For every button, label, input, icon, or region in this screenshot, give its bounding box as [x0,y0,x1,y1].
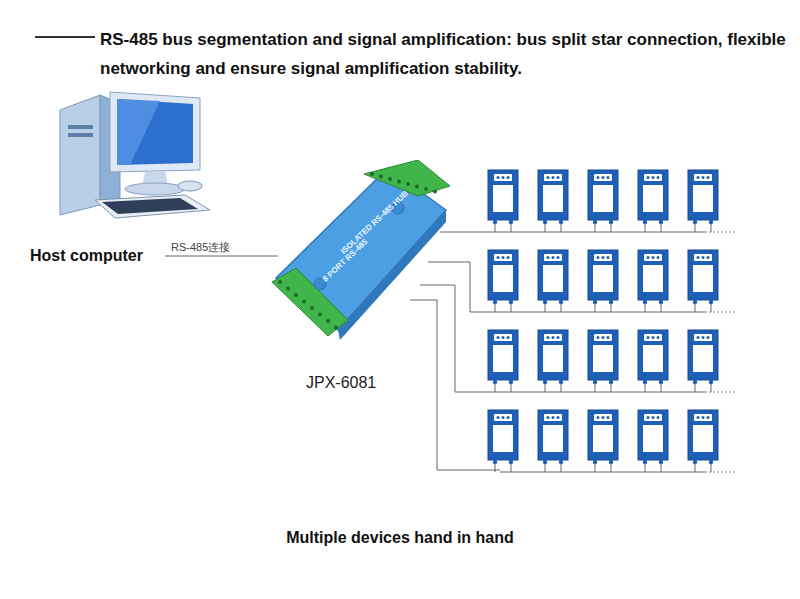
hub-housing [268,160,458,340]
bus-wires [410,232,500,470]
edge-label: RS-485连接 [169,240,232,255]
model-number: JPX-6081 [306,374,376,392]
rs485-link [165,256,278,257]
sensor-devices [488,170,736,472]
host-label: Host computer [30,247,143,265]
title-dash [35,36,95,38]
caption: Multiple devices hand in hand [0,529,800,547]
title: RS-485 bus segmentation and signal ampli… [100,25,790,83]
host-node: Host computer [25,85,165,265]
hub-device: ISOLATED RS-485 HUB8 PORT RS-485JPX-6081 [268,160,458,392]
host-computer-illustration [60,92,210,218]
